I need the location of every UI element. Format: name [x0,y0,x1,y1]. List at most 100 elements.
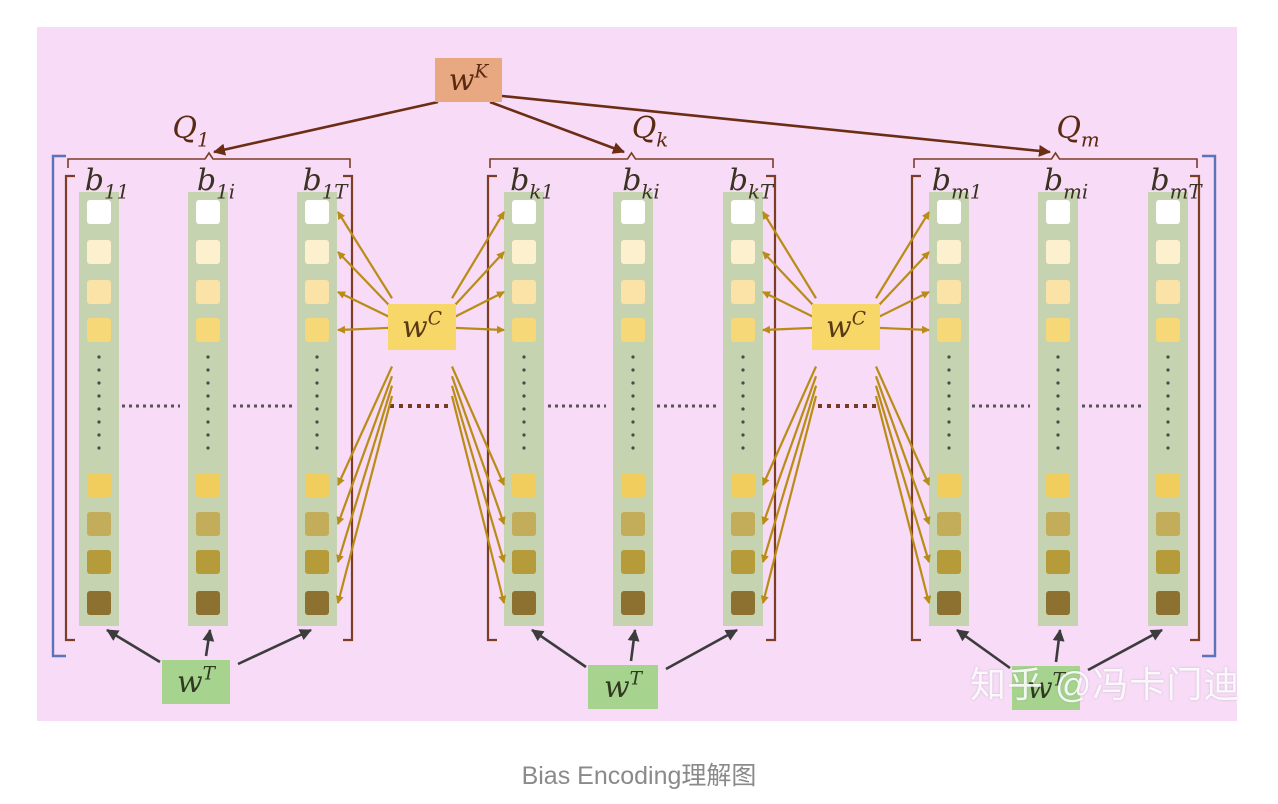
ellipsis-dot [206,368,210,372]
bias-cell-g2-c3-6 [731,512,755,536]
ellipsis-dot [206,420,210,424]
bias-cell-g1-c2-2 [196,240,220,264]
bias-cell-g3-c1-6 [937,512,961,536]
temporal-arrow [665,628,738,671]
context-arrow [337,325,393,334]
ellipsis-dot [97,355,101,359]
temporal-arrow [237,628,312,666]
context-arrow [762,251,817,310]
bias-cell-g1-c3-4 [305,318,329,342]
context-arrow [760,395,818,604]
key-arrow-qk [489,100,625,154]
ellipsis-dot [741,433,745,437]
context-arrow [761,385,818,563]
ellipsis-dot [1166,433,1170,437]
bias-cell-g2-c2-7 [621,550,645,574]
ellipsis-dot [947,433,951,437]
group-bracket-left-3 [910,174,921,642]
ellipsis-dot [522,433,526,437]
bias-cell-g2-c2-2 [621,240,645,264]
bias-cell-g2-c2-5 [621,473,645,497]
ellipsis-dot [97,407,101,411]
figure-caption: Bias Encoding理解图 [521,762,757,790]
bias-cell-g1-c2-6 [196,512,220,536]
bias-column-label-g2-c1: bk1 [510,163,554,203]
bias-cell-g3-c2-2 [1046,240,1070,264]
temporal-arrow [1087,628,1163,672]
ellipsis-dot [631,394,635,398]
ellipsis-dot [1056,420,1060,424]
bias-cell-g2-c2-6 [621,512,645,536]
bias-cell-g1-c3-8 [305,591,329,615]
ellipsis-dot [97,433,101,437]
bias-column-label-g2-c3: bkT [729,163,775,203]
ellipsis-dot [1166,381,1170,385]
ellipsis-dot [97,381,101,385]
ellipsis-dot [522,407,526,411]
bias-cell-g2-c3-8 [731,591,755,615]
context-arrow [874,395,932,604]
ellipsis-dot [947,381,951,385]
wt-box-3 [1012,666,1080,710]
wk-label: wK [449,61,490,98]
context-arrow [762,211,817,299]
bias-column-label-g3-c3: bmT [1150,163,1203,203]
ellipsis-dot [631,368,635,372]
group-bracket-left-1 [64,174,75,642]
query-label-1: Q1 [172,111,209,151]
ellipsis-dot [315,446,319,450]
ellipsis-dot [315,407,319,411]
ellipsis-dot [206,381,210,385]
wc-box-2 [812,304,880,350]
context-arrow [450,375,506,525]
context-arrow [451,251,505,309]
wc-label-2: wC [826,308,866,345]
context-arrow [337,291,393,320]
temporal-arrow [202,629,215,657]
bias-cell-g2-c1-5 [512,473,536,497]
ellipsis-dot [1056,394,1060,398]
group-bracket-left-2 [486,174,497,642]
bias-cell-g3-c1-5 [937,473,961,497]
context-arrow [875,211,930,299]
ellipsis-dot [206,355,210,359]
ellipsis-dot [741,368,745,372]
bias-cell-g3-c1-2 [937,240,961,264]
group-bracket-right-2 [766,174,777,642]
bias-cell-g2-c1-4 [512,318,536,342]
bias-cell-g1-c3-5 [305,473,329,497]
bias-cell-g1-c3-2 [305,240,329,264]
ellipsis-dot [315,355,319,359]
query-brace-1 [67,151,351,168]
bias-cell-g3-c3-5 [1156,473,1180,497]
bias-cell-g2-c3-1 [731,200,755,224]
bias-cell-g3-c3-3 [1156,280,1180,304]
bias-column-label-g1-c2: b1i [197,163,235,203]
ellipsis-dot [522,420,526,424]
outer-bracket-left [51,154,66,658]
ellipsis-dot [1166,368,1170,372]
context-arrow [451,291,505,320]
temporal-arrow [531,628,587,669]
bias-cell-g2-c1-7 [512,550,536,574]
context-arrow [451,325,505,334]
context-arrow [450,366,506,486]
ellipsis-dot [97,420,101,424]
ellipsis-dot [522,446,526,450]
bias-cell-g2-c1-1 [512,200,536,224]
bias-cell-g3-c1-8 [937,591,961,615]
bias-cell-g1-c2-3 [196,280,220,304]
query-label-2: Qk [632,111,669,151]
bias-cell-g1-c1-5 [87,473,111,497]
ellipsis-dot [315,381,319,385]
ellipsis-dot [522,355,526,359]
ellipsis-dot [1056,355,1060,359]
context-arrow [336,385,394,563]
ellipsis-dot [1166,355,1170,359]
ellipsis-dot [947,446,951,450]
ellipsis-dot [315,433,319,437]
ellipsis-dot [315,394,319,398]
ellipsis-dot [631,381,635,385]
context-arrow [762,291,817,320]
